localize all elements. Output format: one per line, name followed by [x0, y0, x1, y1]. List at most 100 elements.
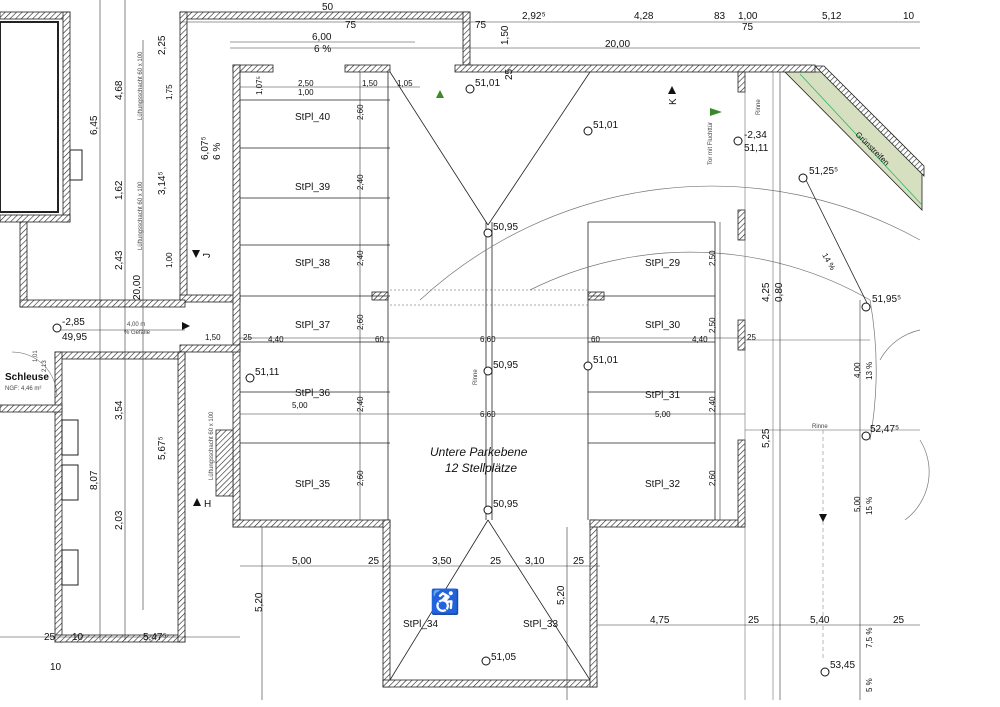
slope-label: 13 %: [865, 362, 874, 380]
dimension-label: 60: [375, 335, 384, 344]
dimension-label: 5,00: [292, 556, 312, 567]
dimension-label: 1,00: [738, 11, 758, 22]
dimension-label: 2,60: [708, 470, 717, 486]
room-name: Schleuse: [5, 372, 49, 383]
stall-label: StPl_32: [645, 479, 680, 490]
elevation-label: 52,47⁵: [870, 424, 899, 435]
dimension-label: 25: [747, 333, 756, 342]
section-arrow-k-icon: [668, 86, 676, 94]
annotations: Grünstreifen Rinne Rinne Rinne Tor mit F…: [5, 51, 891, 510]
elevation-label: 51,25⁵: [809, 166, 838, 177]
dimension-label: 6,07⁵: [200, 136, 211, 160]
stall-label: StPl_31: [645, 390, 680, 401]
dimension-label: 4,40: [692, 335, 708, 344]
dimension-label: 75: [742, 22, 754, 33]
rinne-label: Rinne: [812, 424, 828, 430]
dimension-label: 2,50: [708, 250, 717, 266]
green-arrow-up-icon: [436, 90, 444, 98]
level-title: Untere Parkebene: [430, 445, 528, 459]
dimension-label: 1,62: [114, 180, 125, 200]
slope-label: % Gefälle: [124, 330, 151, 336]
left-dimensions: 25 10 5,47⁵ 10 2,13 1,01: [33, 350, 167, 673]
inner-dimensions: 4,40 60 6,60 60 4,40 25 6,60 5,00 5,00 1…: [205, 333, 905, 626]
dimension-label: 1,07⁵: [255, 76, 264, 95]
dimension-label: 6,60: [480, 335, 496, 344]
diagonal-wall: [814, 65, 925, 177]
dimension-label: 25: [893, 615, 905, 626]
dimension-label: 2,43: [114, 250, 125, 270]
rinne-label: Rinne: [756, 99, 762, 115]
stall-label: StPl_30: [645, 320, 680, 331]
dimension-label: 4,00: [853, 362, 862, 378]
elevation-label: 51,11: [744, 143, 769, 154]
dimension-label: 5,67⁵: [157, 436, 168, 460]
dimension-label: 1,00: [165, 252, 174, 268]
dimension-lines: [0, 0, 920, 700]
dimension-label: 6,45: [89, 115, 100, 135]
elevation-label: 51,01: [593, 120, 618, 131]
wheelchair-icon: ♿: [430, 588, 460, 616]
dimension-label: 1,50: [205, 333, 221, 342]
stall-label: StPl_35: [295, 479, 330, 490]
stall-label: StPl_40: [295, 112, 330, 123]
stall-label: StPl_34: [403, 619, 438, 630]
elevation-label: 50,95: [493, 499, 518, 510]
dimension-label: 10: [50, 662, 62, 673]
dimension-label: 50: [322, 2, 334, 13]
elevation-label: 50,95: [493, 360, 518, 371]
stall-labels: StPl_40 StPl_39 StPl_38 StPl_37 StPl_36 …: [295, 112, 680, 630]
dimension-label: 2,60: [356, 104, 365, 120]
dimension-label: 75: [475, 20, 487, 31]
dimension-label: 5,47⁵: [143, 632, 167, 643]
dimension-label: 5,20: [254, 592, 265, 612]
dimension-label: 4,28: [634, 11, 654, 22]
green-arrow-right-icon: [710, 108, 722, 116]
green-strip: [784, 71, 923, 211]
dimension-label: 4,25: [761, 282, 772, 302]
shaft-label: Lüftungsschacht 60 x 100: [138, 51, 144, 120]
stall-label: StPl_36: [295, 388, 330, 399]
dimension-label: 5,00: [853, 496, 862, 512]
rinne-label: Rinne: [473, 369, 479, 385]
dimension-label: 1,00: [298, 88, 314, 97]
dimension-label: 2,40: [708, 396, 717, 412]
top-dimensions: 50 75 75 2,92⁵ 4,28 83 1,00 75 5,12 10 6…: [255, 2, 915, 97]
dimension-label: 10: [903, 11, 915, 22]
dimension-label: 2,50: [298, 79, 314, 88]
turning-arcs: [419, 177, 930, 521]
dimension-label: 6 %: [212, 143, 223, 160]
dimension-label: 8,07: [89, 470, 100, 490]
section-label-k: K: [668, 98, 679, 105]
dimension-label: 1,50: [362, 79, 378, 88]
stall-label: StPl_33: [523, 619, 558, 630]
dimension-label: 10: [72, 632, 84, 643]
elevation-labels: 51,01 51,01 50,95 50,95 51,01 50,95 51,0…: [62, 78, 901, 671]
section-label-j: J: [202, 253, 213, 258]
level-subtitle: 12 Stellplätze: [445, 461, 517, 475]
dimension-label: 2,50: [708, 317, 717, 333]
dimension-label: 25: [504, 68, 515, 80]
elevation-label: 51,01: [593, 355, 618, 366]
elevation-label: 50,95: [493, 222, 518, 233]
dimension-label: 2,13: [42, 360, 48, 372]
stall-label: StPl_38: [295, 258, 330, 269]
dimension-label: 1,75: [165, 84, 174, 100]
elevation-label: -2,34: [744, 130, 767, 141]
elevation-label: 51,01: [475, 78, 500, 89]
gate-label: Tor mit Fluchttür: [708, 122, 714, 165]
dimension-label: 1,05: [397, 79, 413, 88]
dimension-label: 3,50: [432, 556, 452, 567]
dimension-label: 1,50: [500, 25, 511, 45]
dimension-label: 75: [345, 20, 357, 31]
slope-label: 7,5 %: [865, 628, 874, 648]
dimension-label: 4,75: [650, 615, 670, 626]
dimension-label: 25: [44, 632, 56, 643]
dimension-label: 3,14⁵: [157, 171, 168, 195]
dimension-label: 25: [243, 333, 252, 342]
dimension-label: 25: [748, 615, 760, 626]
shaft-label: Lüftungsschacht 60 x 100: [138, 181, 144, 250]
dimension-label: 20,00: [132, 275, 143, 300]
elevation-label: -2,85: [62, 317, 85, 328]
left-building: [0, 11, 186, 643]
